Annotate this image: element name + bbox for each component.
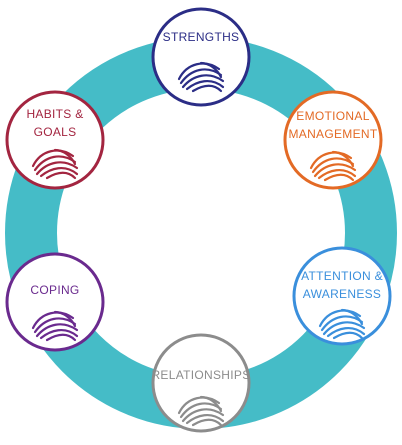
node-label-attention-awareness: AWARENESS (303, 287, 382, 301)
node-label-emotional-management: EMOTIONAL (296, 109, 369, 123)
node-circle-emotional-management (283, 90, 383, 190)
node-circle-habits-goals (5, 90, 105, 190)
node-label-habits-goals: GOALS (34, 125, 77, 139)
node-circle-coping (5, 252, 105, 352)
node-label-relationships: RELATIONSHIPS (151, 368, 250, 382)
node-emotional-management: EMOTIONAL MANAGEMENT (283, 90, 383, 190)
wave-lines-icon (318, 308, 366, 340)
node-circle-relationships (151, 333, 251, 433)
node-coping: COPING (5, 252, 105, 352)
node-label-emotional-management: MANAGEMENT (288, 127, 377, 141)
node-label-strengths: STRENGTHS (163, 30, 240, 44)
node-habits-goals: HABITS & GOALS (5, 90, 105, 190)
node-label-habits-goals: HABITS & (26, 107, 83, 121)
wave-lines-icon (177, 395, 225, 427)
wave-lines-icon (31, 310, 79, 342)
node-label-attention-awareness: ATTENTION & (301, 269, 383, 283)
wave-lines-icon (31, 148, 79, 180)
node-circle-strengths (151, 7, 251, 107)
node-label-coping: COPING (30, 283, 79, 297)
node-strengths: STRENGTHS (151, 7, 251, 107)
node-attention-awareness: ATTENTION & AWARENESS (292, 246, 392, 346)
node-relationships: RELATIONSHIPS (151, 333, 251, 433)
wave-lines-icon (309, 150, 357, 182)
wave-lines-icon (177, 61, 225, 93)
node-circle-attention-awareness (292, 246, 392, 346)
